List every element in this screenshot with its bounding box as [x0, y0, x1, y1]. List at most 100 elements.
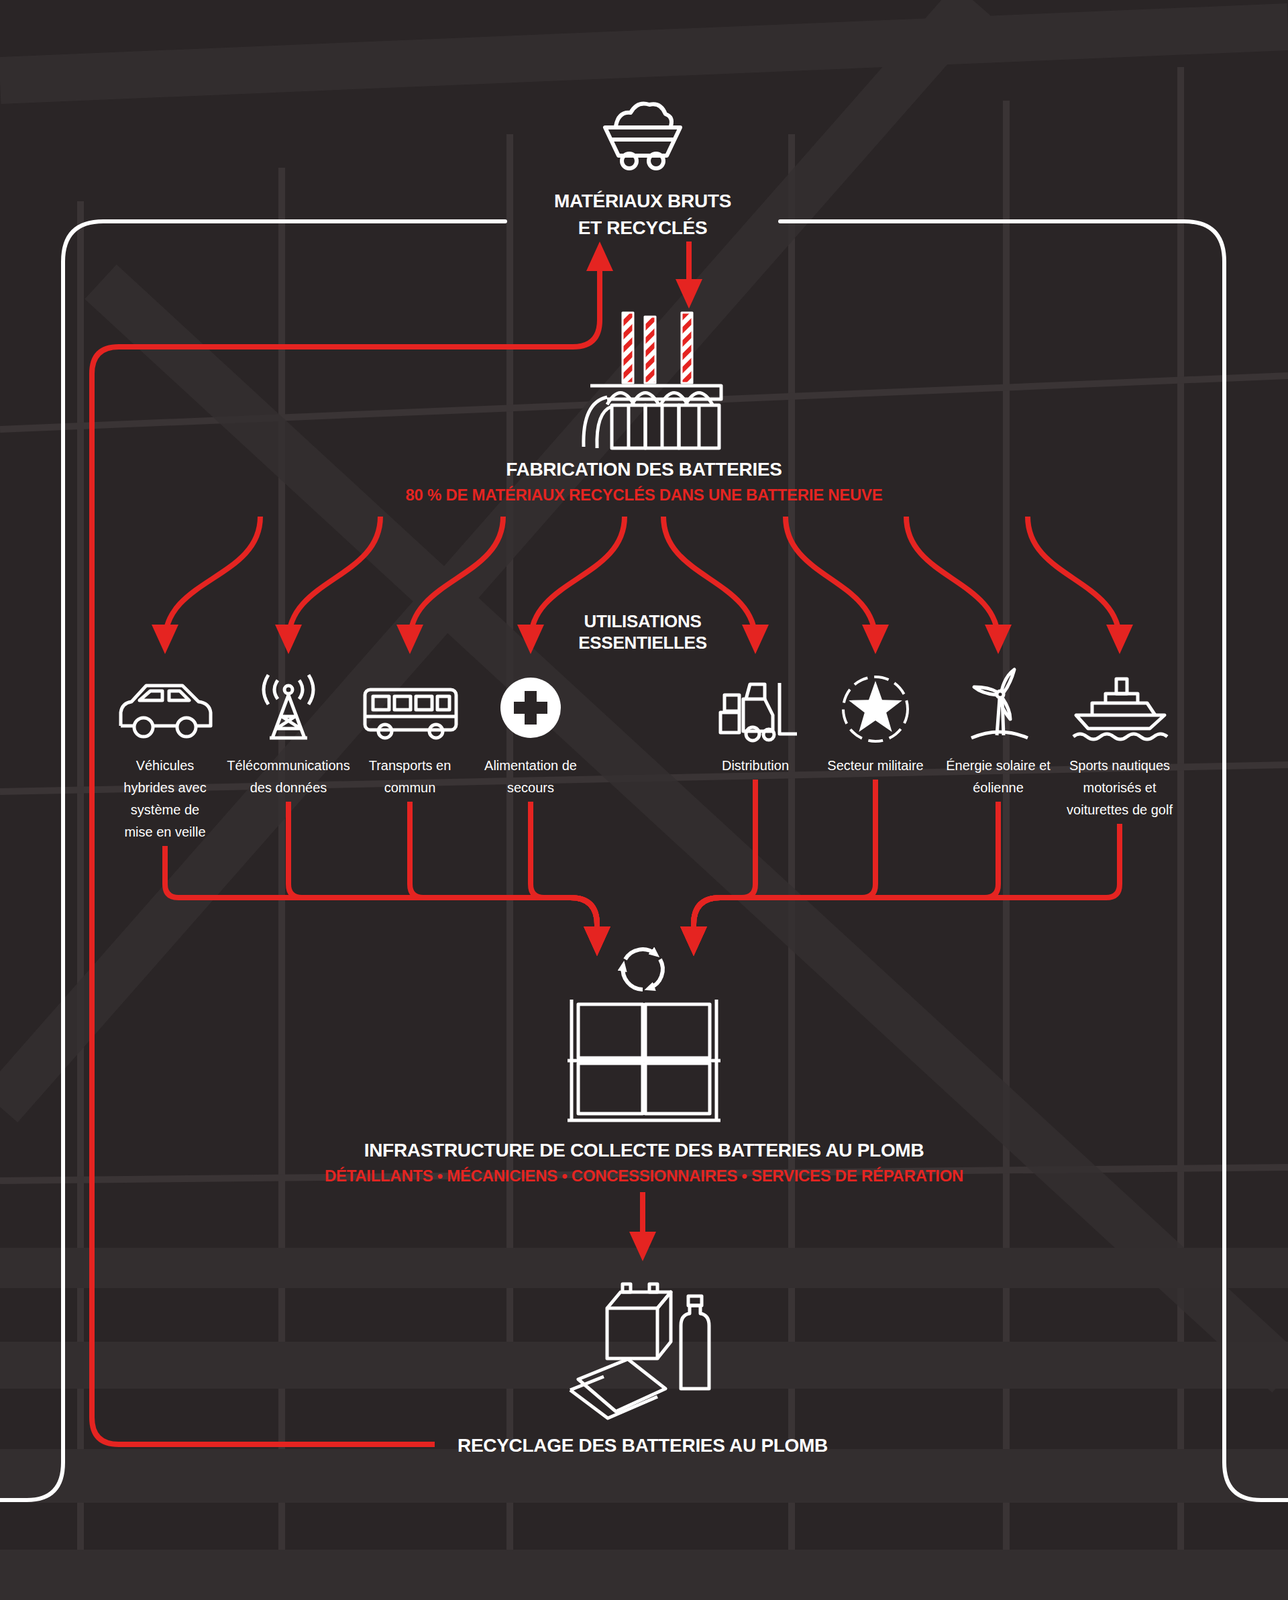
bus-icon	[364, 715, 457, 719]
recycle-symbol	[625, 949, 656, 960]
flow-arrow	[91, 254, 600, 1445]
node-subtitle: 80 % DE MATÉRIAUX RECYCLÉS DANS UNE BATT…	[248, 483, 1040, 508]
factory-icon	[678, 405, 720, 449]
flow-node: Énergie solaire et éolienne	[943, 654, 1054, 799]
military-star-icon	[843, 676, 908, 742]
forklift-icon	[779, 682, 797, 734]
frame-line	[780, 221, 1288, 1500]
battery-rows	[0, 1549, 1288, 1600]
factory-icon	[681, 312, 693, 384]
forklift-icon	[763, 729, 775, 740]
flow-node: Véhicules hybrides avec système de mise …	[116, 654, 214, 844]
flow-arrow	[288, 801, 598, 943]
factory-icon	[607, 393, 713, 406]
flow-node: Alimentation de secours	[483, 654, 578, 799]
flow-arrow	[530, 801, 598, 943]
flow-arrow	[693, 779, 876, 943]
factory-icon	[622, 312, 634, 384]
shelving	[77, 201, 84, 1600]
boat-icon	[1116, 678, 1127, 694]
battery-pallet-icon	[578, 1004, 643, 1058]
node-title: MATÉRIAUX BRUTS ET RECYCLÉS	[542, 187, 744, 242]
boat-icon	[1073, 678, 1168, 740]
flow-arrow	[686, 241, 692, 296]
flow-node: Distribution	[708, 654, 803, 777]
car-icon	[177, 717, 196, 737]
roof-beams	[0, 0, 1288, 1376]
flow-arrow	[288, 516, 381, 641]
frame-line	[0, 221, 1288, 1500]
node-title: Télécommunications des données	[221, 754, 356, 799]
flow-node: MATÉRIAUX BRUTS ET RECYCLÉS	[542, 93, 744, 242]
boat-icon	[1073, 733, 1168, 740]
node-title: Distribution	[708, 754, 803, 777]
battery-pallet-icon	[645, 1063, 710, 1114]
recycled-materials-icon	[578, 1359, 666, 1412]
car-icon	[139, 690, 190, 701]
flow-arrow	[639, 1192, 646, 1248]
recycled-materials-icon	[657, 1292, 671, 1359]
recycle-symbol	[649, 959, 663, 989]
factory-icon	[611, 405, 646, 449]
forklift-icon	[743, 699, 773, 732]
wind-turbine-icon	[1001, 669, 1015, 694]
flow-node: Télécommunications des données	[221, 654, 356, 799]
node-title: Sports nautiques motorisés et voiturette…	[1057, 754, 1183, 822]
flow-arrow	[409, 801, 598, 943]
battery-rows	[0, 1247, 1288, 1288]
node-title: Secteur militaire	[825, 754, 926, 777]
bus-icon	[372, 696, 450, 710]
forklift-icon	[720, 712, 740, 733]
mine-cart-icon	[615, 103, 672, 127]
recycled-materials-icon	[607, 1308, 658, 1359]
car-icon	[120, 685, 211, 726]
car-icon	[134, 717, 153, 737]
recycled-materials-icon	[688, 1296, 702, 1306]
node-title: Véhicules hybrides avec système de mise …	[116, 754, 214, 844]
flow-arrow	[1027, 516, 1120, 641]
bus-icon	[429, 724, 443, 738]
military-star-icon	[843, 676, 908, 742]
wind-turbine-icon	[971, 731, 1028, 738]
bus-icon	[364, 689, 457, 730]
node-subtitle: DÉTAILLANTS • MÉCANICIENS • CONCESSIONNA…	[240, 1163, 1048, 1189]
flow-arrow	[165, 516, 261, 641]
battery-rows	[0, 1449, 1288, 1503]
antenna-icon	[284, 685, 293, 694]
bus-icon	[378, 724, 392, 738]
factory-icon	[645, 405, 679, 449]
factory-icon	[583, 312, 722, 449]
recycled-materials-icon	[680, 1305, 710, 1389]
flow-arrow	[785, 516, 876, 641]
recycled-materials-icon	[649, 1283, 658, 1293]
factory-icon	[597, 406, 612, 449]
battery-pallet-icon	[567, 999, 721, 1122]
forklift-icon	[720, 682, 797, 741]
forklift-icon	[745, 727, 760, 741]
backup-power-icon	[500, 677, 561, 738]
flow-arrow	[693, 801, 999, 943]
mine-cart-icon	[605, 103, 681, 170]
forklift-icon	[745, 684, 765, 700]
bus-icon	[364, 689, 457, 738]
boat-icon	[1092, 703, 1156, 716]
battery-pallet-icon	[567, 999, 721, 1122]
backup-power-icon	[500, 677, 561, 738]
wind-turbine-icon	[974, 686, 998, 695]
battery-rows	[0, 1247, 1288, 1600]
mine-cart-icon	[605, 127, 681, 156]
factory-icon	[627, 405, 631, 449]
node-title: Transports en commun	[359, 754, 461, 799]
recycled-materials-icon	[570, 1283, 710, 1419]
node-title: Alimentation de secours	[483, 754, 578, 799]
flow-arrow	[693, 823, 1120, 943]
flow-arrow	[409, 516, 504, 641]
recycled-materials-icon	[570, 1376, 658, 1419]
flow-node: RECYCLAGE DES BATTERIES AU PLOMB	[434, 1261, 851, 1460]
antenna-icon	[263, 674, 314, 705]
flow-node: Transports en commun	[359, 654, 461, 799]
wind-turbine-icon	[971, 669, 1028, 738]
